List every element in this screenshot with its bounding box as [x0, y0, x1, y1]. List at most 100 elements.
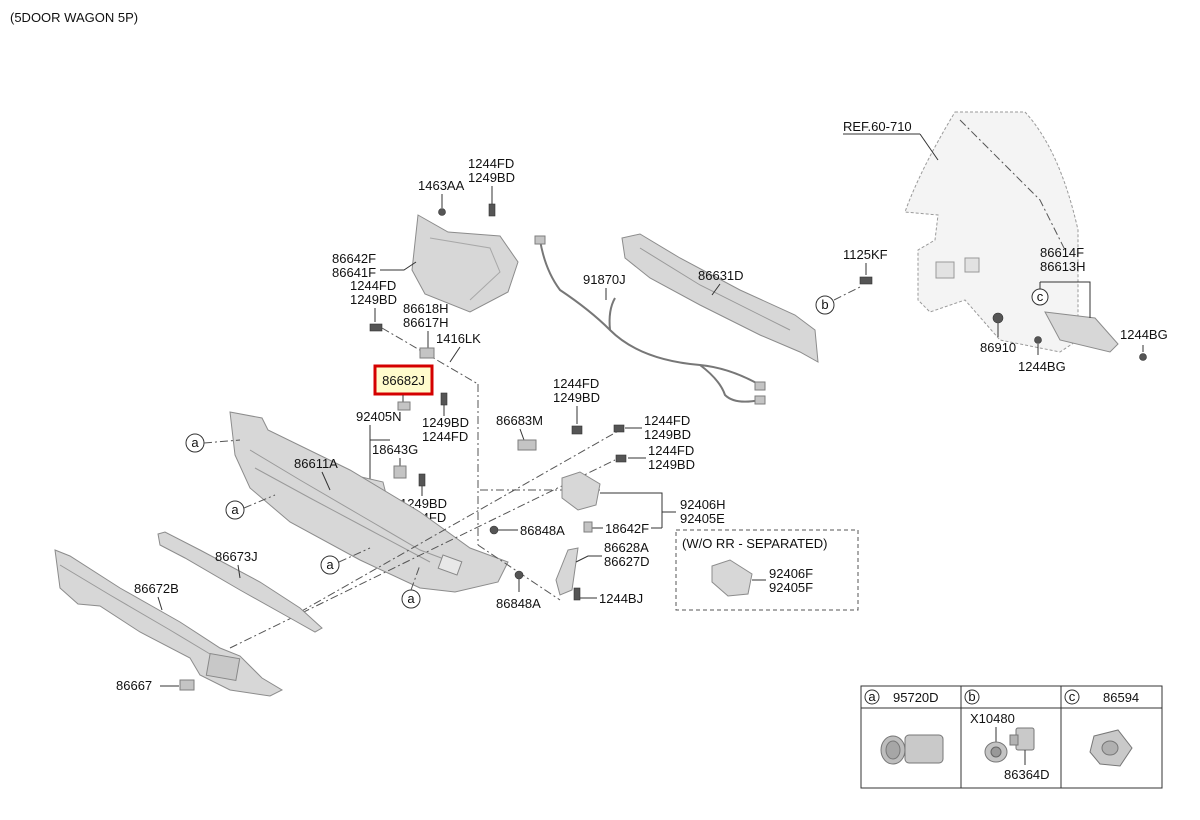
label-18643G: 18643G: [372, 442, 418, 457]
label-86848A-1: 86848A: [520, 523, 565, 538]
bulb-18642F: [583, 521, 593, 533]
legend-c-part: 86594: [1103, 690, 1139, 705]
ref-label: REF.60-710: [843, 119, 912, 134]
label-1244BG-1: 1244BG: [1018, 359, 1066, 374]
callout-a-letter-1: a: [191, 435, 199, 450]
label-1244FD-e: 1244FD: [644, 413, 690, 428]
label-1463AA: 1463AA: [418, 178, 465, 193]
label-86617H: 86617H: [403, 315, 449, 330]
label-92405N: 92405N: [356, 409, 402, 424]
side-bracket: [1044, 311, 1119, 353]
label-1249BD-b: 1249BD: [422, 415, 469, 430]
label-1244FD-b: 1244FD: [422, 429, 468, 444]
variant-box: [675, 529, 859, 611]
legend-table: a 95720D b c 86594 X10480 86364D: [860, 685, 1163, 789]
label-92406H: 92406H: [680, 497, 726, 512]
label-86627D: 86627D: [604, 554, 650, 569]
legend-b-part1: X10480: [970, 711, 1015, 726]
label-18642F: 18642F: [605, 521, 649, 536]
label-1249BD-d: 1249BD: [553, 390, 600, 405]
wiring-harness: [539, 239, 761, 386]
side-garnish-86628A: [555, 547, 579, 596]
label-92405E: 92405E: [680, 511, 725, 526]
bolt-b: [440, 392, 448, 406]
label-1244BJ: 1244BJ: [599, 591, 643, 606]
diagram-title: (5DOOR WAGON 5P): [10, 10, 138, 25]
label-1249BD-e: 1249BD: [644, 427, 691, 442]
label-86631D: 86631D: [698, 268, 744, 283]
bolt-e: [613, 424, 625, 433]
clip-86848A-2: [514, 570, 524, 580]
bolt-f: [615, 454, 627, 463]
label-1244FD-top: 1244FD: [468, 156, 514, 171]
label-86682J[interactable]: 86682J: [382, 373, 425, 388]
label-86618H: 86618H: [403, 301, 449, 316]
label-1249BD-top: 1249BD: [468, 170, 515, 185]
bolt-1244BG-2: [1139, 353, 1147, 361]
label-92406F: 92406F: [769, 566, 813, 581]
label-92405F: 92405F: [769, 580, 813, 595]
label-1244FD-f: 1244FD: [648, 443, 694, 458]
bolt-top: [488, 203, 496, 217]
label-86673J: 86673J: [215, 549, 258, 564]
label-1244FD-a: 1244FD: [350, 278, 396, 293]
callout-a-marker-3: [320, 555, 340, 575]
callout-a-marker-2: [225, 500, 245, 520]
callout-b-marker: [815, 295, 835, 315]
lamp-bracket-92406F: [711, 559, 753, 597]
clip-1463AA: [438, 208, 446, 216]
nut-icon: [984, 741, 1008, 763]
rear-skid-plate: [54, 549, 284, 697]
bracket-86683M: [517, 439, 537, 451]
bolt-a: [369, 323, 383, 332]
clip-86667: [179, 679, 195, 691]
bolt-c: [418, 473, 426, 487]
bolt-d: [571, 425, 583, 435]
label-86667: 86667: [116, 678, 152, 693]
label-86642F: 86642F: [332, 251, 376, 266]
label-86613H: 86613H: [1040, 259, 1086, 274]
lamp-bracket-92406H: [561, 471, 601, 511]
lower-garnish-86673J: [157, 531, 323, 633]
label-1244BG-2: 1244BG: [1120, 327, 1168, 342]
bolt-1125KF: [859, 276, 873, 285]
label-86910: 86910: [980, 340, 1016, 355]
label-86848A-2: 86848A: [496, 596, 541, 611]
highlight-box-86682J[interactable]: [373, 364, 434, 396]
label-91870J: 91870J: [583, 272, 626, 287]
bolt-1244BG-1: [1034, 336, 1042, 344]
clip-86594-icon: [1089, 729, 1133, 767]
label-1244FD-d: 1244FD: [553, 376, 599, 391]
label-1249BD-f: 1249BD: [648, 457, 695, 472]
label-86683M: 86683M: [496, 413, 543, 428]
lamp-bulb-18643G: [393, 465, 407, 479]
rear-bumper-beam: [621, 233, 819, 363]
label-86628A: 86628A: [604, 540, 649, 555]
bracket-86682J: [397, 401, 411, 411]
legend-a-part: 95720D: [893, 690, 939, 705]
legend-a-letter: a: [868, 689, 876, 704]
callout-b-letter: b: [821, 297, 828, 312]
legend-c-letter: c: [1069, 689, 1076, 704]
legend-b-letter: b: [968, 689, 975, 704]
clip-86848A-1: [489, 525, 499, 535]
upper-corner-cover: [411, 214, 519, 313]
label-86611A: 86611A: [294, 456, 338, 471]
grommet-86910: [992, 312, 1004, 324]
callout-a-letter-2: a: [231, 502, 239, 517]
label-1249BD-a: 1249BD: [350, 292, 397, 307]
retainer-86364D-icon: [1009, 727, 1035, 751]
legend-b-part2: 86364D: [1004, 767, 1050, 782]
parking-sensor-icon: [880, 734, 944, 765]
label-86641F: 86641F: [332, 265, 376, 280]
callout-c-marker: [1031, 288, 1049, 306]
callout-a-letter-4: a: [407, 591, 415, 606]
retainer-86618H: [419, 347, 435, 359]
label-1125KF: 1125KF: [843, 247, 888, 262]
variant-title: (W/O RR - SEPARATED): [682, 536, 827, 551]
rear-bumper-cover: [229, 411, 509, 593]
callout-a-letter-3: a: [326, 557, 334, 572]
bolt-1244BJ: [573, 587, 581, 601]
label-86672B: 86672B: [134, 581, 179, 596]
